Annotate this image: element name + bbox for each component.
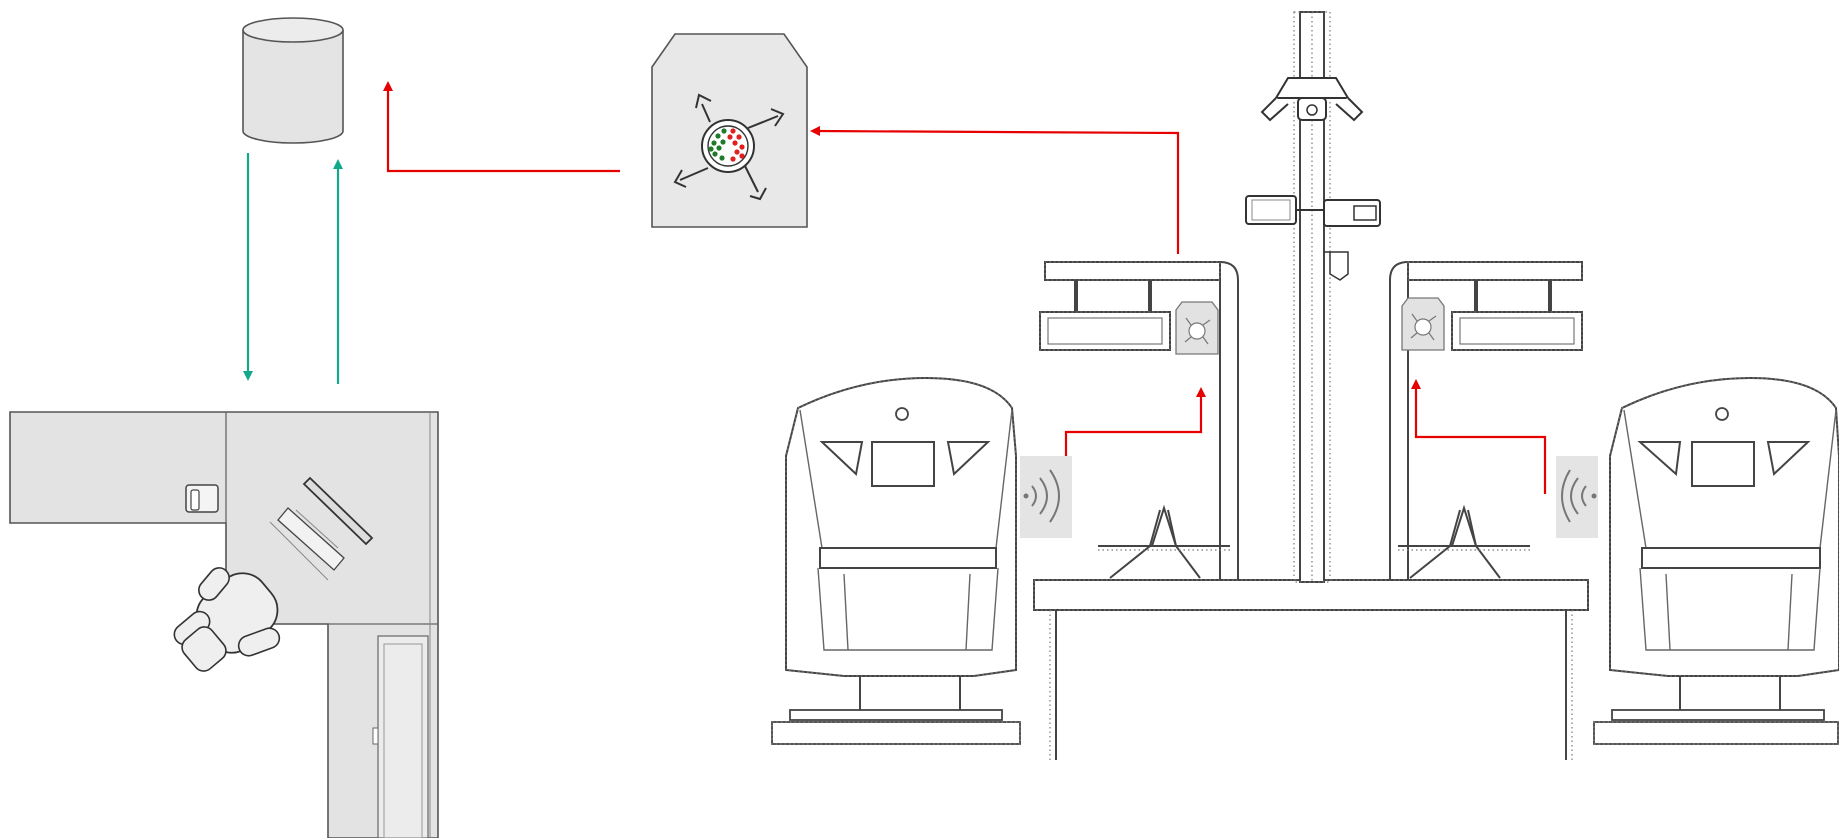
platform-canopy-icon: [1039, 261, 1239, 580]
edge-device-icon[interactable]: [1401, 297, 1445, 351]
camera-to-analytics-arrow: [810, 126, 1180, 254]
dome-camera-icon: [1323, 199, 1381, 281]
edge-analytics-node-icon[interactable]: [651, 33, 808, 228]
wireless-sensor-icon[interactable]: [1020, 456, 1072, 538]
desk-phone-icon: [185, 484, 219, 513]
edge-device-icon[interactable]: [1175, 301, 1219, 355]
ptz-camera-icon: [1260, 77, 1364, 122]
platform-bench-icon: [1398, 504, 1530, 579]
platform-canopy-icon: [1389, 261, 1583, 580]
wireless-sensor-icon[interactable]: [1556, 456, 1598, 538]
station-platform-icon: [1033, 579, 1589, 760]
train-front-icon: [1593, 376, 1839, 745]
sensor-right-to-edge-arrow: [1411, 379, 1547, 494]
analytics-to-db-arrow: [383, 81, 620, 173]
platform-bench-icon: [1098, 504, 1230, 579]
computer-monitor-icon: [277, 476, 374, 571]
train-front-icon: [771, 376, 1021, 745]
office-chair-icon: [173, 567, 281, 672]
sensor-left-to-edge-arrow: [1064, 387, 1206, 482]
operator-workstation-icon[interactable]: [9, 411, 439, 838]
database-icon[interactable]: [242, 17, 344, 144]
